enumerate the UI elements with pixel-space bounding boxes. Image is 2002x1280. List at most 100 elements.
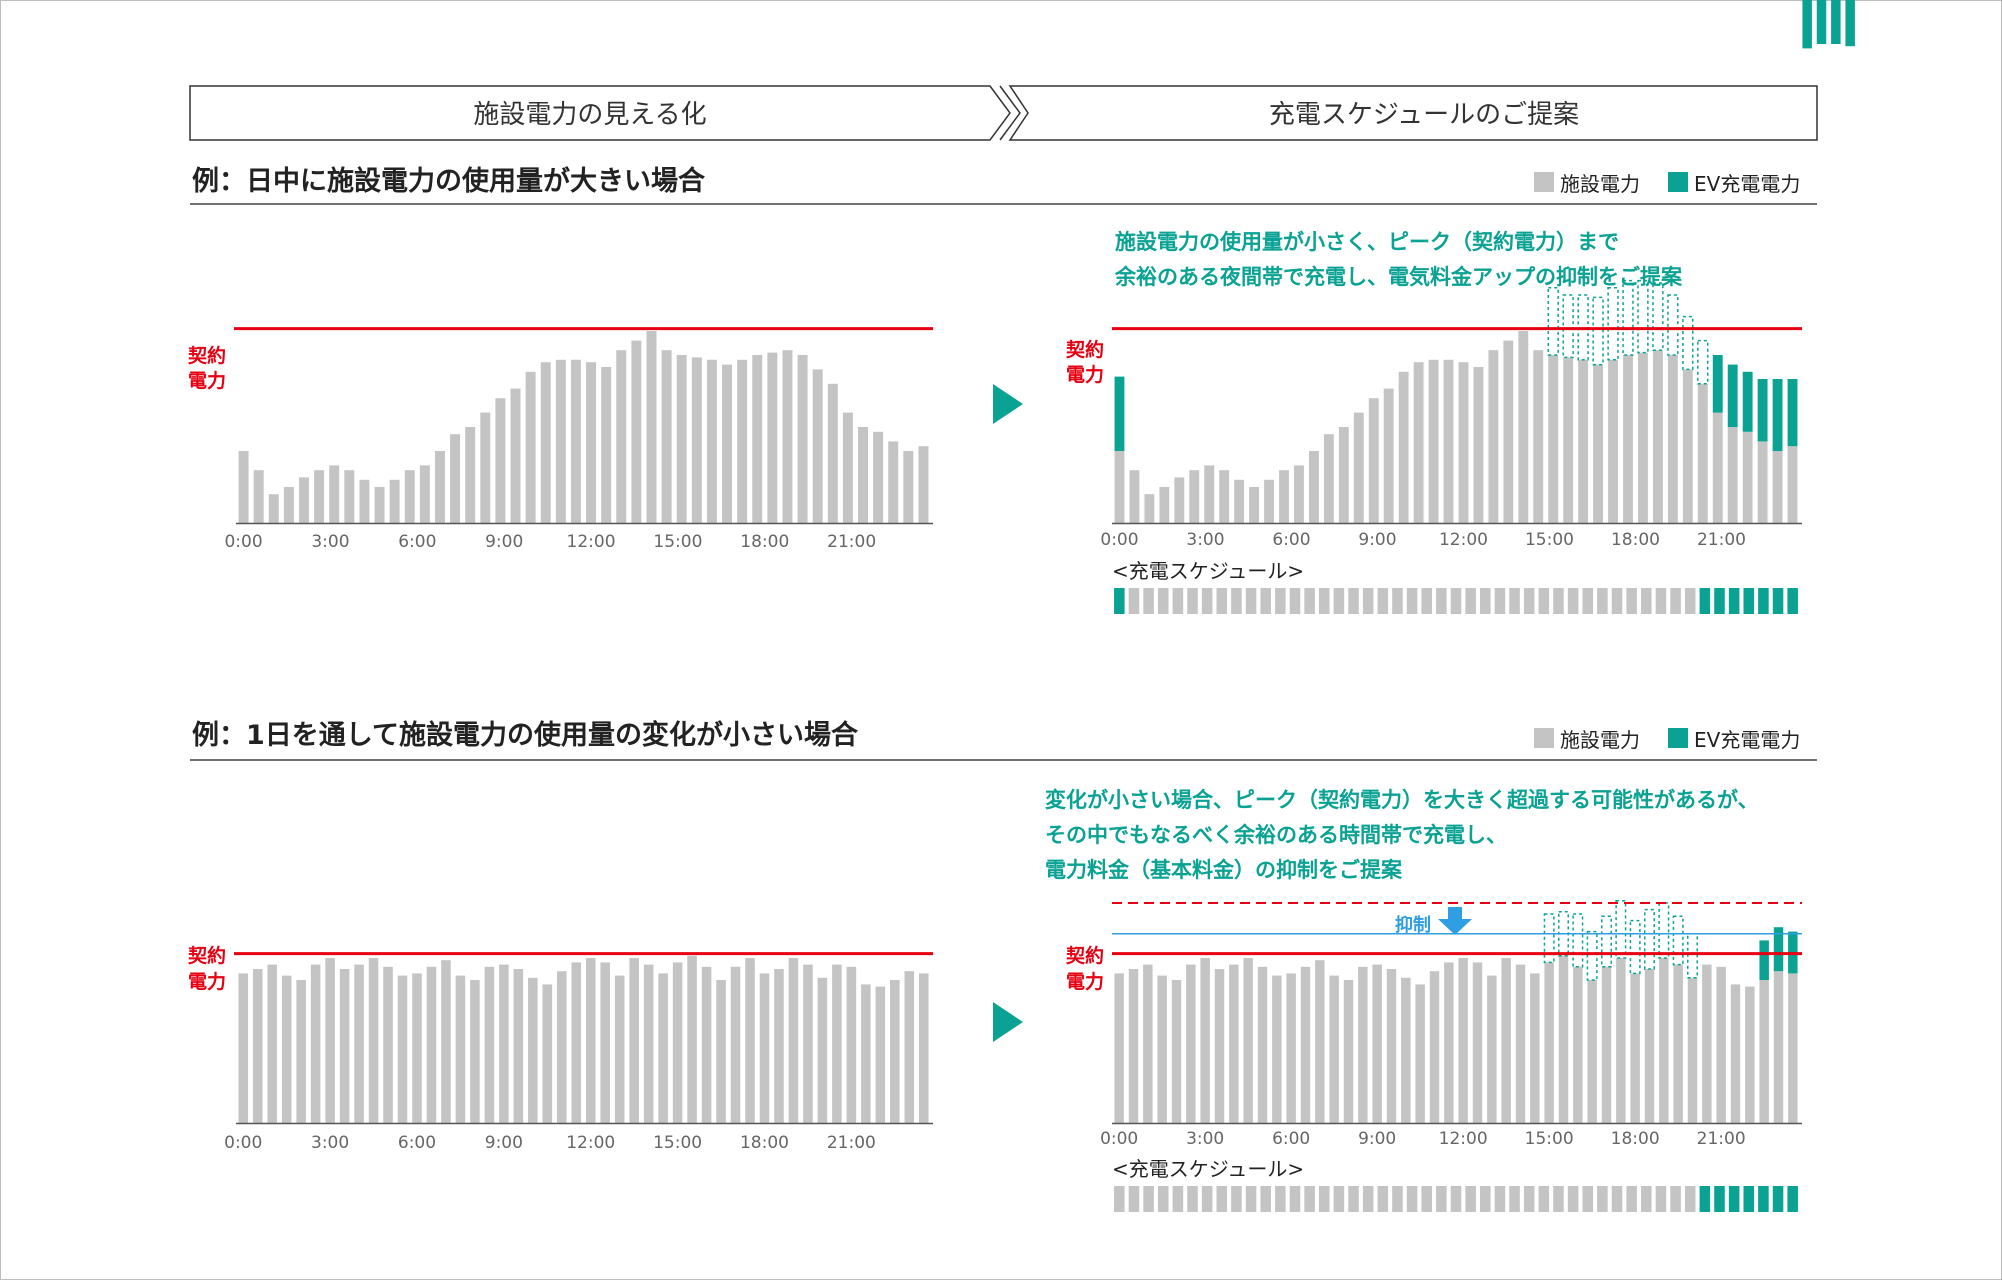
schedule-slot-idle: [1509, 1186, 1520, 1212]
facility-bar: [1730, 984, 1741, 1123]
unscheduled-charge-outline: [1682, 315, 1694, 371]
schedule-slot-idle: [1567, 1186, 1579, 1212]
facility-bar: [253, 470, 264, 523]
facility-bar: [803, 964, 813, 1123]
x-tick-label: 0:00: [1100, 1129, 1138, 1149]
schedule-slot-idle: [1377, 588, 1389, 614]
facility-bar: [846, 966, 857, 1123]
suppress-label: 抑制: [1395, 915, 1431, 936]
contract-power-label: 電力: [1066, 363, 1104, 386]
unscheduled-charge-outline: [1547, 287, 1559, 356]
facility-bar: [1712, 412, 1723, 523]
facility-bar: [1129, 470, 1140, 523]
facility-bar: [1200, 958, 1210, 1123]
x-tick-label: 9:00: [485, 532, 523, 552]
facility-bar: [614, 975, 625, 1123]
schedule-slot-idle: [1128, 1186, 1140, 1212]
unscheduled-charge-outline: [1572, 913, 1584, 968]
facility-bar: [1515, 964, 1526, 1123]
facility-bar: [1171, 980, 1182, 1123]
facility-bar: [570, 359, 581, 523]
schedule-slot-idle: [1231, 588, 1242, 614]
facility-bar: [646, 331, 657, 523]
facility-bar: [1501, 958, 1511, 1123]
schedule-slot-idle: [1626, 1186, 1637, 1212]
example1-header: 例：日中に施設電力の使用量が大きい場合 施設電力 EV充電電力: [190, 165, 1817, 205]
facility-bar: [434, 451, 445, 523]
schedule-slot-idle: [1143, 588, 1154, 614]
x-tick-label: 9:00: [1358, 1129, 1396, 1149]
facility-bar: [1608, 359, 1618, 523]
unscheduled-charge-outline: [1652, 282, 1664, 351]
facility-bar: [1548, 355, 1559, 523]
facility-bar: [480, 412, 491, 523]
facility-bar: [1578, 359, 1589, 523]
schedule-label: <充電スケジュール>: [1112, 559, 1304, 583]
facility-bar: [774, 969, 784, 1123]
facility-bar: [1745, 986, 1755, 1123]
facility-bar: [631, 340, 642, 523]
legend-facility-swatch: [1534, 728, 1554, 748]
facility-bar: [374, 487, 385, 523]
x-tick-label: 6:00: [398, 1133, 436, 1153]
facility-bar: [1159, 487, 1170, 523]
legend-ev-swatch: [1668, 172, 1688, 192]
schedule-slot-idle: [1480, 1186, 1491, 1212]
facility-bar: [767, 352, 778, 523]
facility-bar: [1687, 977, 1698, 1123]
schedule-slot-idle: [1245, 1186, 1257, 1212]
schedule-slot-charging: [1714, 1186, 1725, 1212]
x-tick-label: 3:00: [311, 532, 349, 552]
x-tick-label: 6:00: [1272, 530, 1310, 550]
facility-bar: [797, 355, 808, 523]
schedule-slot-idle: [1655, 1186, 1667, 1212]
facility-bar: [296, 980, 306, 1123]
unscheduled-charge-outline: [1607, 287, 1619, 361]
facility-bar: [643, 964, 654, 1123]
x-tick-label: 18:00: [740, 1133, 789, 1153]
schedule-slot-charging: [1758, 1186, 1769, 1212]
x-tick-label: 21:00: [1697, 1129, 1746, 1149]
facility-bar: [1652, 350, 1663, 523]
unscheduled-charge-outline: [1601, 915, 1612, 968]
facility-bar: [281, 975, 292, 1123]
ev-charge-bar: [1757, 379, 1768, 442]
facility-bar: [238, 451, 249, 523]
x-tick-label: 21:00: [827, 532, 876, 552]
legend-ev-swatch: [1668, 728, 1688, 748]
facility-bar: [1343, 980, 1354, 1123]
x-tick-label: 21:00: [827, 1133, 876, 1153]
schedule-slot-idle: [1509, 588, 1520, 614]
x-tick-label: 9:00: [485, 1133, 523, 1153]
schedule-slot-idle: [1421, 588, 1432, 614]
facility-bar: [1587, 980, 1597, 1123]
example2-header: 例：1日を通して施設電力の使用量の変化が小さい場合 施設電力 EV充電電力: [190, 719, 1817, 761]
facility-bar: [1697, 383, 1708, 523]
schedule-slot-idle: [1201, 1186, 1213, 1212]
x-tick-label: 18:00: [1611, 1129, 1660, 1149]
facility-bar: [1630, 973, 1640, 1123]
facility-bar: [873, 431, 884, 523]
schedule-slot-idle: [1494, 1186, 1506, 1212]
example2-title: 例：1日を通して施設電力の使用量の変化が小さい場合: [192, 719, 858, 751]
schedule-slot-idle: [1582, 588, 1594, 614]
facility-bar: [299, 477, 309, 523]
schedule-slot-idle: [1392, 1186, 1403, 1212]
facility-bar: [1415, 984, 1425, 1123]
facility-bar: [722, 364, 733, 523]
schedule-slot-idle: [1494, 588, 1506, 614]
facility-bar: [1593, 364, 1604, 523]
facility-bar: [1458, 362, 1469, 523]
facility-bar: [1444, 962, 1454, 1123]
facility-bar: [812, 369, 823, 523]
facility-bar: [525, 371, 536, 523]
facility-bar: [1716, 966, 1726, 1123]
facility-bar: [730, 966, 741, 1123]
facility-bar: [426, 966, 437, 1123]
x-tick-label: 18:00: [740, 532, 789, 552]
schedule-slot-idle: [1143, 1186, 1154, 1212]
facility-bar: [1300, 966, 1311, 1123]
schedule-slot-idle: [1450, 1186, 1462, 1212]
facility-bar: [510, 388, 521, 523]
